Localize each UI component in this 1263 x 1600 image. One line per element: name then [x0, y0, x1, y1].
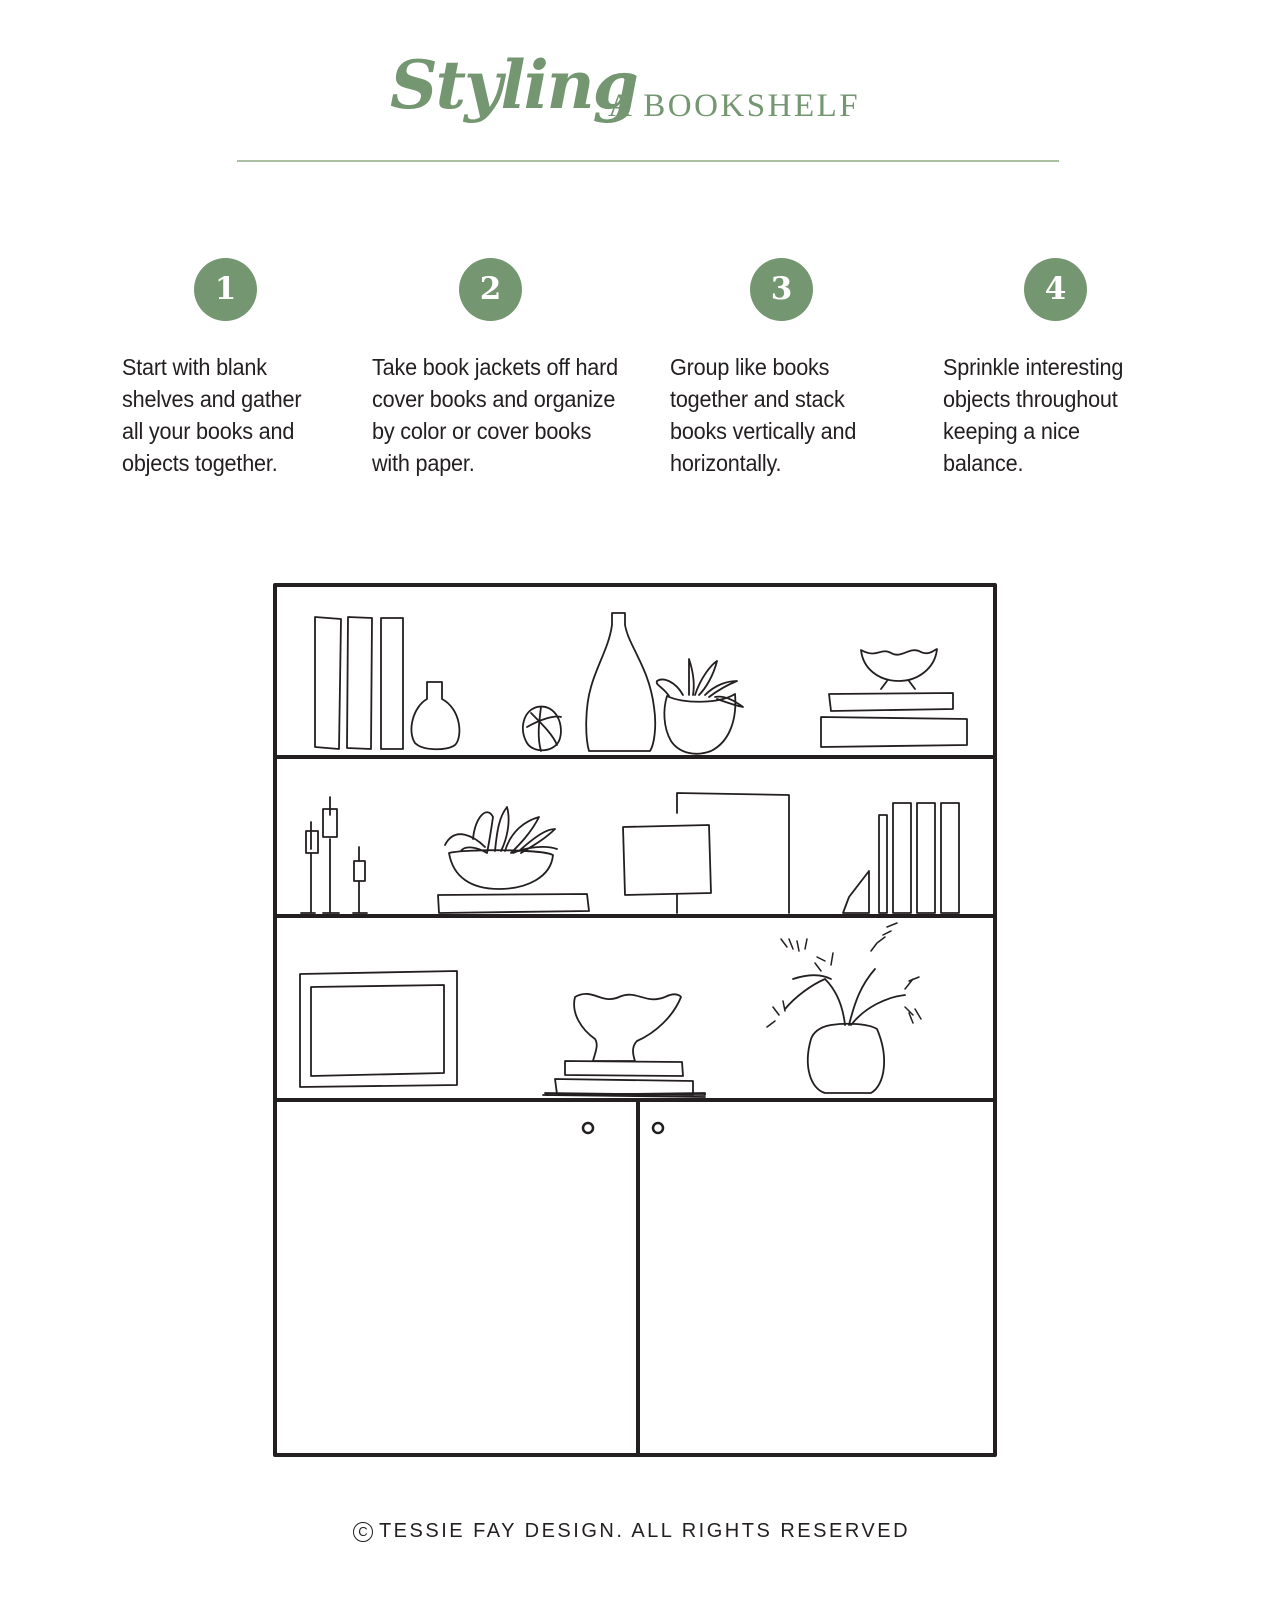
top-shelf-objects	[314, 612, 968, 755]
step-text: Take book jackets off hard cover books a…	[372, 354, 619, 476]
step-number-badge: 4	[1024, 258, 1087, 321]
step-text: Sprinkle interesting objects throughout …	[943, 354, 1124, 476]
left-door-knob-icon	[581, 1121, 595, 1135]
header-divider	[237, 160, 1059, 162]
bottom-shelf-objects	[299, 922, 922, 1098]
step-text: Start with blank shelves and gather all …	[122, 354, 302, 476]
steps-list: 1 Start with blank shelves and gather al…	[0, 258, 1263, 488]
footer-text: TESSIE FAY DESIGN. ALL RIGHTS RESERVED	[378, 1520, 911, 1542]
step-number-badge: 3	[750, 258, 813, 321]
right-door-knob-icon	[651, 1121, 665, 1135]
step-number-badge: 1	[194, 258, 257, 321]
title-caps: A BOOKSHELF	[608, 88, 861, 124]
bookshelf-frame	[273, 583, 997, 1457]
step-text: Group like books together and stack book…	[670, 354, 857, 476]
title-script: Styling	[390, 46, 639, 124]
middle-shelf-objects	[300, 792, 960, 914]
page-header: Styling A BOOKSHELF	[0, 52, 1263, 152]
step-number-badge: 2	[459, 258, 522, 321]
cabinet-knobs	[581, 1121, 665, 1135]
copyright-icon: C	[352, 1522, 373, 1542]
bookshelf-illustration	[273, 583, 997, 1457]
